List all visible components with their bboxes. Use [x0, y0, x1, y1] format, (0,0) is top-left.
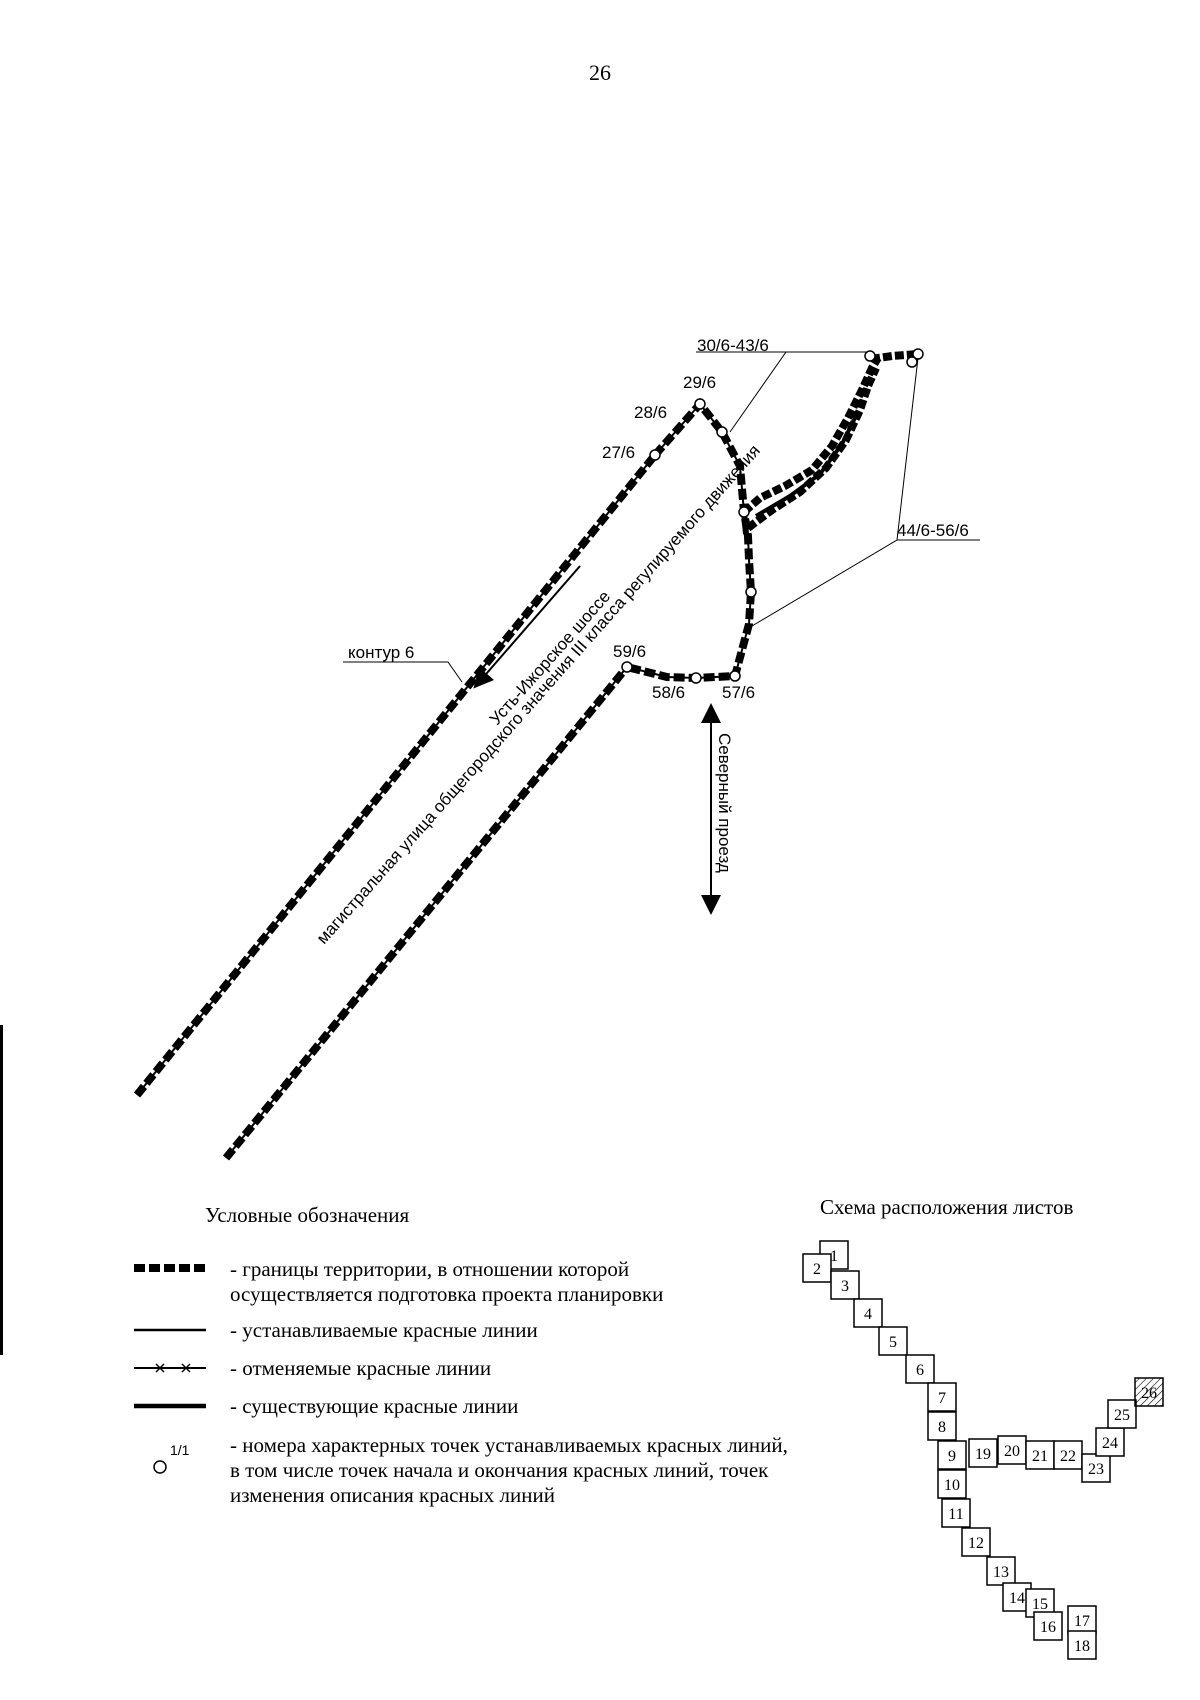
- sheet-box-label: 8: [938, 1419, 946, 1436]
- sheet-box-label: 23: [1088, 1461, 1104, 1478]
- sheet-box-15: 15: [1025, 1588, 1055, 1618]
- leader-lines: [343, 351, 980, 683]
- point-marker: [745, 586, 757, 598]
- contour-label: контур 6: [348, 643, 414, 662]
- direction-arrow-shosse: [473, 565, 581, 689]
- sheet-box-7: 7: [927, 1382, 957, 1412]
- sheet-box-22: 22: [1053, 1440, 1083, 1470]
- sheet-box-12: 12: [961, 1527, 991, 1557]
- legend-title: Условные обозначения: [205, 1203, 410, 1227]
- legend-text-line: - границы территории, в отношении которо…: [230, 1257, 630, 1281]
- sheet-box-23: 23: [1081, 1453, 1111, 1483]
- legend-symbol-solid-line: [134, 1328, 206, 1332]
- sheet-box-16: 16: [1033, 1611, 1063, 1641]
- point-marker: [738, 506, 750, 518]
- point-label-27: 27/6: [602, 443, 635, 462]
- sheet-box-label: 21: [1032, 1448, 1048, 1465]
- sheet-box-label: 20: [1004, 1443, 1020, 1460]
- sheet-box-label: 24: [1102, 1435, 1118, 1452]
- sheet-box-label: 10: [944, 1477, 960, 1494]
- sheet-box-label: 9: [948, 1448, 956, 1465]
- lower-boundary-line: [222, 664, 631, 1161]
- road-label-proezd: Северный проезд: [715, 733, 734, 873]
- road-label-magistral: магистральная улица общегородского значе…: [313, 441, 764, 948]
- point-label-57: 57/6: [722, 683, 755, 702]
- sheet-box-17: 17: [1067, 1605, 1097, 1635]
- legend-item-new-red-lines: - устанавливаемые красные линии: [130, 1318, 920, 1348]
- sheet-box-label: 19: [975, 1446, 991, 1463]
- legend-text-line: осуществляется подготовка проекта планир…: [230, 1282, 664, 1306]
- sheet-box-label: 13: [993, 1564, 1009, 1581]
- point-marker: [906, 356, 918, 368]
- point-marker: [729, 670, 741, 682]
- legend-text-line: изменения описания красных линий: [230, 1483, 555, 1507]
- sheet-box-label: 16: [1040, 1619, 1056, 1636]
- point-marker: [694, 398, 706, 410]
- sheet-box-8: 8: [927, 1411, 957, 1441]
- sheet-box-14: 14: [1002, 1582, 1032, 1612]
- point-marker: [649, 449, 661, 461]
- legend-item-territory-border: - границы территории, в отношении которо…: [130, 1257, 920, 1309]
- legend-text: - отменяемые красные линии: [230, 1356, 492, 1380]
- page-number: 26: [589, 60, 611, 85]
- point-label-29: 29/6: [683, 373, 716, 392]
- sheet-box-21: 21: [1025, 1440, 1055, 1470]
- point-label-30-43: 30/6-43/6: [697, 336, 769, 355]
- legend-symbol-point-circle: 1/1: [153, 1442, 190, 1474]
- sheet-box-label: 25: [1114, 1407, 1130, 1424]
- sheet-scheme-title: Схема расположения листов: [820, 1195, 1074, 1219]
- legend-text: - номера характерных точек устанавливаем…: [230, 1433, 930, 1508]
- legend-text: - границы территории, в отношении которо…: [230, 1257, 930, 1307]
- legend-item-characteristic-points: 1/1 - номера характерных точек устанавли…: [130, 1433, 920, 1513]
- point-label-44-56: 44/6-56/6: [897, 521, 969, 540]
- sheet-box-9: 9: [937, 1440, 967, 1470]
- point-marker: [716, 426, 728, 438]
- characteristic-points: [621, 348, 924, 684]
- legend-item-cancelled-red-lines: - отменяемые красные линии: [130, 1356, 920, 1386]
- sheet-box-25: 25: [1107, 1399, 1137, 1429]
- sheet-box-24: 24: [1095, 1427, 1125, 1457]
- point-marker: [690, 672, 702, 684]
- sheet-box-20: 20: [997, 1435, 1027, 1465]
- sheet-box-10: 10: [937, 1469, 967, 1499]
- sheet-box-18: 18: [1067, 1630, 1097, 1660]
- sheet-box-label: 17: [1074, 1613, 1090, 1630]
- sheet-box-13: 13: [986, 1556, 1016, 1586]
- legend-symbol-dashed-border: [134, 1264, 206, 1272]
- contour-6-outline: [626, 350, 919, 683]
- planning-map: 27/6 28/6 29/6 30/6-43/6 44/6-56/6 57/6 …: [133, 336, 980, 1161]
- sheet-box-label: 11: [948, 1506, 963, 1523]
- legend-text-line: - номера характерных точек устанавливаем…: [230, 1433, 788, 1457]
- upper-boundary-line: [133, 452, 659, 1098]
- point-label-58: 58/6: [652, 683, 685, 702]
- legend-text-line: в том числе точек начала и окончания кра…: [230, 1458, 769, 1482]
- legend-item-existing-red-lines: - существующие красные линии: [130, 1394, 920, 1424]
- sheet-box-26: 26: [1134, 1377, 1164, 1407]
- legend-text: - существующие красные линии: [230, 1394, 519, 1418]
- sheet-box-label: 12: [968, 1535, 984, 1552]
- margin-bar: [0, 1025, 3, 1355]
- legend-text: - устанавливаемые красные линии: [230, 1318, 538, 1342]
- legend-symbol-crossed-line: [134, 1363, 206, 1373]
- legend-symbol-thick-line: [134, 1403, 206, 1409]
- sheet-box-19: 19: [968, 1438, 998, 1468]
- sheet-box-label: 7: [938, 1390, 946, 1407]
- sheet-box-label: 14: [1009, 1590, 1025, 1607]
- legend-symbol-label: 1/1: [170, 1442, 190, 1458]
- point-label-59: 59/6: [613, 642, 646, 661]
- point-marker: [621, 661, 633, 673]
- sheet-box-label: 22: [1060, 1448, 1076, 1465]
- sheet-box-label: 26: [1141, 1385, 1157, 1402]
- sheet-box-11: 11: [941, 1498, 971, 1528]
- sheet-box-label: 15: [1032, 1596, 1048, 1613]
- point-marker: [864, 350, 876, 362]
- point-label-28: 28/6: [634, 403, 667, 422]
- sheet-box-label: 18: [1074, 1638, 1090, 1655]
